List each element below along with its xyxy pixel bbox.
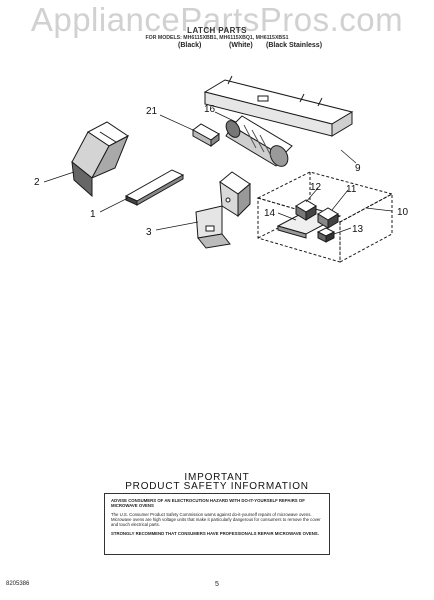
callout-11: 11 [346, 184, 357, 195]
part-1-strip [124, 169, 185, 206]
part-21-connector [192, 123, 220, 147]
safety-paragraph-cpsc: The U.S. Consumer Product Safety Commiss… [111, 512, 321, 527]
callout-13: 13 [352, 224, 364, 235]
callout-3: 3 [146, 227, 152, 238]
safety-heading-info: PRODUCT SAFETY INFORMATION [125, 481, 309, 492]
part-3-bracket [195, 171, 251, 249]
callout-2: 2 [34, 177, 40, 188]
callout-10: 10 [397, 207, 409, 218]
document-number: 8205386 [6, 581, 30, 587]
part-2-air-duct [71, 121, 129, 198]
callout-9: 9 [355, 163, 361, 174]
page-title: LATCH PARTS [187, 26, 247, 35]
leader-lines [43, 111, 393, 235]
variant-white: (White) [229, 42, 253, 49]
callout-14: 14 [264, 208, 276, 219]
variant-black: (Black) [178, 42, 202, 49]
safety-paragraph-recommend: STRONGLY RECOMMEND THAT CONSUMERS HAVE P… [111, 531, 319, 536]
callout-16: 16 [204, 104, 216, 115]
variant-black-stainless: (Black Stainless) [266, 42, 323, 49]
part-9-bracket [203, 75, 354, 137]
callout-12: 12 [310, 182, 322, 193]
safety-notice-box: ADVISE CONSUMERS OF AN ELECTROCUTION HAZ… [104, 493, 330, 555]
callout-21: 21 [146, 106, 158, 117]
watermark-text: AppliancePartsPros.com [30, 1, 404, 38]
part-16-blower [225, 115, 293, 167]
part-10-latch-assembly [256, 171, 394, 263]
page-number: 5 [215, 581, 219, 588]
model-list: FOR MODELS: MH6115XBB1, MH6115XBQ1, MH61… [145, 35, 289, 41]
safety-heading-important: IMPORTANT [184, 472, 250, 483]
callout-1: 1 [90, 209, 96, 220]
safety-paragraph-warning: ADVISE CONSUMERS OF AN ELECTROCUTION HAZ… [111, 498, 305, 508]
